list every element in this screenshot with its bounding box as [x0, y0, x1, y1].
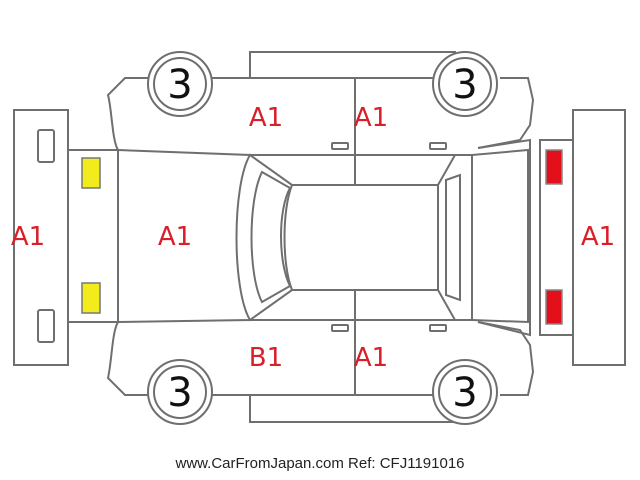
cabin-outline: [235, 153, 473, 322]
front-lamp-bottom: [81, 282, 101, 314]
tire-front-right: 3: [147, 359, 213, 425]
rear-trunk: [471, 138, 531, 337]
rear-lamp-top: [545, 149, 563, 185]
rear-lamp-bottom: [545, 289, 563, 325]
tire-rear-left-score: 3: [452, 62, 477, 108]
tire-rear-right-score: 3: [452, 370, 477, 416]
tire-front-left-score: 3: [167, 62, 192, 108]
footer-site: www.CarFromJapan.com: [175, 455, 344, 472]
tire-rear-right: 3: [432, 359, 498, 425]
front-lamp-top: [81, 157, 101, 189]
rear-bumper-damage-code: A1: [581, 222, 615, 252]
tire-rear-left: 3: [432, 51, 498, 117]
rear-bumper: [539, 109, 626, 366]
right-rear-door-damage-code: A1: [354, 343, 388, 373]
left-front-door-damage-code: A1: [249, 103, 283, 133]
left-rear-door-damage-code: A1: [354, 103, 388, 133]
front-bumper-damage-code: A1: [11, 222, 45, 252]
right-front-door-damage-code: B1: [249, 343, 283, 373]
hood-damage-code: A1: [158, 222, 192, 252]
tire-front-right-score: 3: [167, 370, 192, 416]
footer: www.CarFromJapan.com Ref: CFJ1191016: [0, 455, 640, 472]
footer-reference: Ref: CFJ1191016: [348, 455, 465, 472]
tire-front-left: 3: [147, 51, 213, 117]
upper-side-body: [106, 51, 535, 185]
